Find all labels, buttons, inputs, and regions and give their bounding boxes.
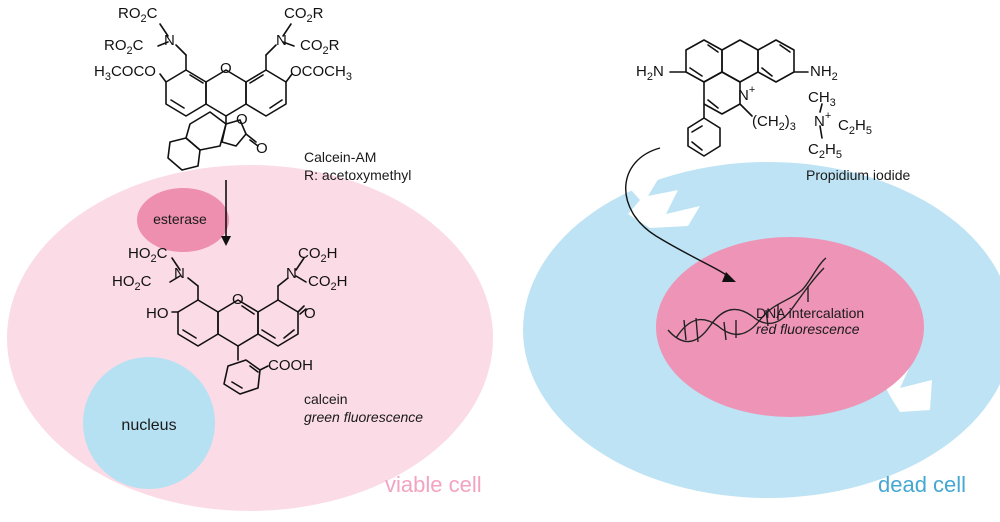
pi-ethyl-2: C2H5 [808, 141, 842, 161]
pi-h2n: H2N [636, 63, 664, 83]
pi-ethyl-1: C2H5 [838, 117, 872, 137]
calcein-structure [169, 257, 307, 395]
calcein-am-oac-right: OCOCH3 [290, 63, 352, 83]
nucleus [83, 357, 215, 489]
calcein-am-ul2: RO2C [104, 37, 144, 57]
calcein-labels: HO2C HO2C CO2H CO2H N N O HO O COOH calc… [112, 245, 423, 425]
calcein-ul1: HO2C [128, 245, 168, 265]
propidium-iodide-structure [669, 39, 823, 157]
calcein-n-right: N [286, 265, 297, 282]
calcein-am-n-right: N [276, 32, 287, 49]
esterase-label: esterase [153, 211, 207, 227]
calcein-am-o-bridge: O [220, 60, 232, 77]
calcein-ur2: CO2H [308, 273, 347, 293]
calcein-am-ul1: RO2C [118, 5, 158, 25]
calcein-ul2: HO2C [112, 273, 152, 293]
pi-amine-n: N+ [814, 110, 831, 130]
calcein-am-labels: RO2C RO2C CO2R CO2R N N O H3COCO OCOCH3 … [94, 5, 411, 183]
calcein-am-name: Calcein-AM [304, 149, 376, 165]
membrane-break-icon [622, 176, 700, 228]
calcein-am-carbonyl-o: O [256, 140, 268, 157]
calcein-keto: O [304, 305, 316, 322]
curved-arrow-icon [625, 147, 736, 282]
nucleus-label: nucleus [121, 417, 176, 434]
calcein-name: calcein [304, 391, 348, 407]
calcein-ur1: CO2H [298, 245, 337, 265]
esterase [137, 188, 229, 252]
calcein-am-ur1: CO2R [284, 5, 324, 25]
propidium-iodide-name: Propidium iodide [806, 167, 910, 183]
calcein-cooh: COOH [268, 357, 313, 374]
dna-intercalation-label: DNA intercalation [756, 305, 864, 321]
calcein-am-oac-left: H3COCO [94, 63, 156, 83]
pi-nh2: NH2 [810, 63, 838, 83]
calcein-am-structure [157, 23, 295, 171]
calcein-am-lactone-o: O [236, 111, 248, 128]
dead-cell-label: dead cell [878, 472, 966, 497]
calcein-n-left: N [174, 265, 185, 282]
viable-cell-label: viable cell [385, 472, 482, 497]
red-fluorescence-label: red fluorescence [756, 321, 860, 337]
pi-n-plus: N+ [738, 84, 755, 104]
calcein-am-n-left: N [164, 32, 175, 49]
calcein-am-r-note: R: acetoxymethyl [304, 167, 411, 183]
pi-chain: (CH2)3 [752, 113, 796, 133]
propidium-iodide-labels: H2N NH2 N+ (CH2)3 N+ CH3 C2H5 C2H5 Propi… [636, 63, 910, 183]
calcein-fluorescence: green fluorescence [304, 409, 423, 425]
pi-ch3: CH3 [808, 89, 836, 109]
calcein-o-bridge: O [232, 291, 244, 308]
dna-helix-icon [667, 257, 827, 343]
arrow-down-icon [221, 180, 231, 246]
calcein-am-ur2: CO2R [300, 37, 340, 57]
calcein-hydroxy: HO [146, 305, 169, 322]
